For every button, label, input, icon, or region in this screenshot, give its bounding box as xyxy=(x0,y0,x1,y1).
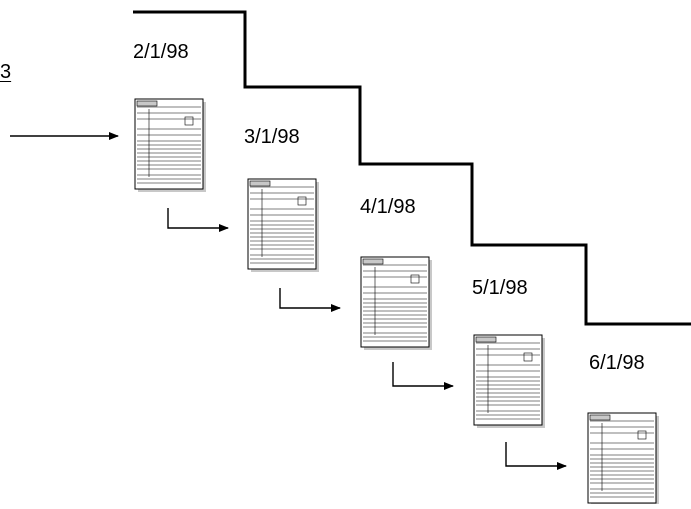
partial-label: 3 xyxy=(0,62,12,82)
connector-arrow-4 xyxy=(505,442,567,470)
connector-arrow-1 xyxy=(167,208,229,232)
date-label-4: 5/1/98 xyxy=(472,277,528,299)
staircase-timeline-line xyxy=(133,10,691,326)
date-label-3: 4/1/98 xyxy=(360,196,416,218)
connector-arrow-3 xyxy=(392,362,454,390)
date-label-2: 3/1/98 xyxy=(244,126,300,148)
document-icon xyxy=(360,256,432,350)
date-label-1: 2/1/98 xyxy=(133,41,189,63)
connector-arrow-2 xyxy=(279,288,341,312)
document-icon xyxy=(134,98,206,192)
document-icon xyxy=(473,334,545,428)
date-label-5: 6/1/98 xyxy=(589,352,645,374)
document-icon xyxy=(587,412,659,506)
document-icon xyxy=(247,178,319,272)
